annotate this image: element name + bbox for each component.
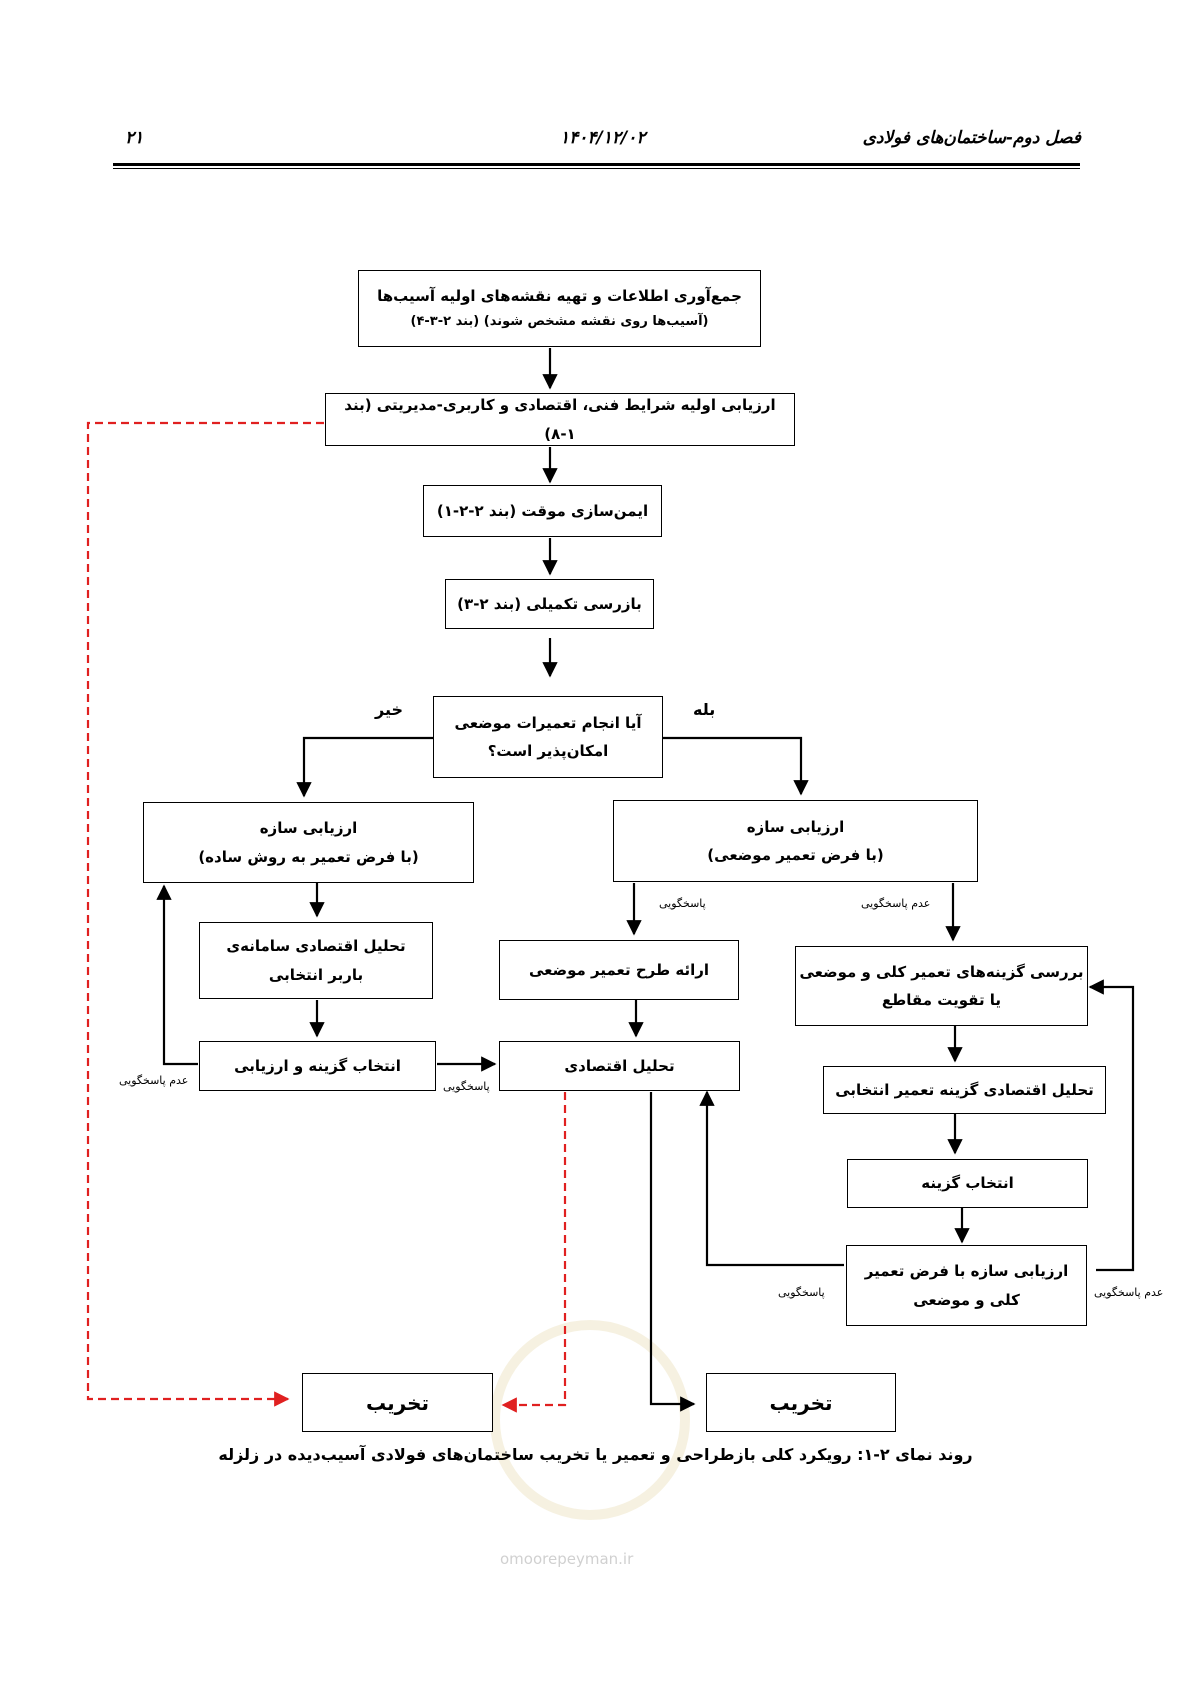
econ-option-text: تحلیل اقتصادی گزینه تعمیر انتخابی — [835, 1080, 1094, 1099]
select-option-box: انتخاب گزینه — [847, 1159, 1088, 1208]
eval-simple-box: ارزیابی سازه (با فرض تعمیر به روش ساده) — [143, 802, 474, 883]
header-rule — [113, 163, 1080, 166]
arrow-evalgeneral-to-econ — [699, 1090, 844, 1267]
econ-system-box: تحلیل اقتصادی سامانه‌ی باربر انتخابی — [199, 922, 433, 999]
dashed-initial-to-demolish — [86, 421, 324, 1407]
present-plan-text: ارائه طرح تعمیر موضعی — [528, 960, 710, 979]
arrow-econ-to-demolish-right — [649, 1092, 696, 1412]
figure-caption: روند نمای ۲-۱: رویکرد کلی بازطراحی و تعم… — [218, 1445, 973, 1464]
collect-info-box: جمع‌آوری اطلاعات و تهیه نقشه‌های اولیه آ… — [358, 270, 761, 347]
not-respond-label-2: عدم پاسخگویی — [119, 1074, 189, 1087]
watermark-seal — [490, 1320, 690, 1520]
econ-system-line1: تحلیل اقتصادی سامانه‌ی — [226, 937, 406, 955]
review-options-line2: یا تقویت مقاطع — [881, 991, 1002, 1009]
no-label: خیر — [375, 700, 404, 719]
present-plan-box: ارائه طرح تعمیر موضعی — [499, 940, 739, 1000]
eval-simple-line1: ارزیابی سازه — [259, 819, 358, 837]
arrow-decision-no — [296, 736, 433, 798]
not-respond-label-3: عدم پاسخگویی — [1094, 1286, 1164, 1299]
arrow-evalgeneral-back-to-review — [1088, 979, 1135, 1272]
econ-analysis-box: تحلیل اقتصادی — [499, 1041, 740, 1091]
econ-option-box: تحلیل اقتصادی گزینه تعمیر انتخابی — [823, 1066, 1106, 1114]
eval-general-line1: ارزیابی سازه با فرض تعمیر — [864, 1262, 1069, 1280]
demolish-left-text: تخریب — [365, 1390, 430, 1415]
review-options-line1: بررسی گزینه‌های تعمیر کلی و موضعی — [799, 962, 1084, 981]
supp-inspection-box: بازرسی تکمیلی (بند ۲-۳) — [445, 579, 654, 629]
eval-local-line2: (با فرض تعمیر موضعی) — [707, 846, 884, 864]
collect-info-subtitle: (آسیب‌ها روی نقشه مشخص شوند) (بند ۲-۳-۴) — [410, 314, 709, 330]
collect-info-title: جمع‌آوری اطلاعات و تهیه نقشه‌های اولیه آ… — [377, 286, 742, 305]
demolish-right-text: تخریب — [769, 1390, 833, 1415]
econ-system-line2: باربر انتخابی — [268, 965, 364, 984]
watermark-text: omoorepeyman.ir — [500, 1550, 634, 1568]
yes-label: بله — [693, 700, 716, 719]
select-eval-box: انتخاب گزینه و ارزیابی — [199, 1041, 436, 1091]
eval-general-box: ارزیابی سازه با فرض تعمیر کلی و موضعی — [846, 1245, 1087, 1326]
select-eval-text: انتخاب گزینه و ارزیابی — [234, 1056, 401, 1075]
not-respond-label-1: عدم پاسخگویی — [861, 897, 931, 910]
chapter-title: فصل دوم-ساختمان‌های فولادی — [862, 128, 1081, 148]
decision-box: آیا انجام تعمیرات موضعی امکان‌پذیر است؟ — [433, 696, 663, 778]
eval-general-line2: کلی و موضعی — [913, 1290, 1020, 1309]
demolish-right-box: تخریب — [706, 1373, 896, 1432]
respond-label-2: پاسخگویی — [443, 1080, 490, 1093]
arrow-decision-yes — [662, 736, 809, 796]
review-options-box: بررسی گزینه‌های تعمیر کلی و موضعی یا تقو… — [795, 946, 1088, 1026]
initial-eval-box: ارزیابی اولیه شرایط فنی، اقتصادی و کاربر… — [325, 393, 795, 446]
page-number: ۲۱ — [125, 128, 144, 148]
decision-line2: امکان‌پذیر است؟ — [487, 742, 609, 760]
respond-label-3: پاسخگویی — [778, 1286, 825, 1299]
respond-label-1: پاسخگویی — [659, 897, 706, 910]
select-option-text: انتخاب گزینه — [921, 1174, 1014, 1193]
supp-inspection-text: بازرسی تکمیلی (بند ۲-۳) — [457, 594, 642, 613]
eval-local-box: ارزیابی سازه (با فرض تعمیر موضعی) — [613, 800, 978, 882]
eval-local-line1: ارزیابی سازه — [746, 817, 845, 836]
econ-analysis-text: تحلیل اقتصادی — [564, 1056, 675, 1075]
demolish-left-box: تخریب — [302, 1373, 493, 1432]
header-rule-thin — [113, 168, 1080, 169]
dashed-econ-to-demolish — [501, 1092, 567, 1413]
header-date: ۱۴۰۴/۱۲/۰۲ — [560, 128, 646, 148]
arrow-select-back-to-evalsimple — [156, 884, 198, 1066]
temp-safety-box: ایمن‌سازی موقت (بند ۲-۲-۱) — [423, 485, 662, 537]
eval-simple-line2: (با فرض تعمیر به روش ساده) — [198, 847, 419, 866]
decision-line1: آیا انجام تعمیرات موضعی — [454, 713, 642, 732]
initial-eval-text: ارزیابی اولیه شرایط فنی، اقتصادی و کاربر… — [344, 396, 776, 443]
temp-safety-text: ایمن‌سازی موقت (بند ۲-۲-۱) — [436, 501, 649, 520]
